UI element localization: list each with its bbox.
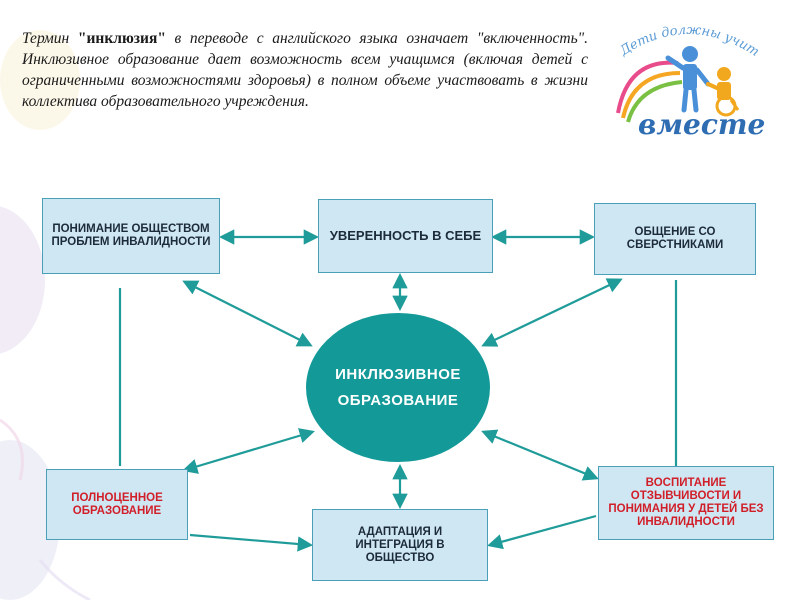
logo-arc-text: Дети должны учиться <box>594 7 762 60</box>
svg-text:Дети должны учиться: Дети должны учиться <box>598 18 762 60</box>
child-wheelchair-icon <box>706 67 740 117</box>
box-peer-communication: ОБЩЕНИЕ СО СВЕРСТНИКАМИ <box>594 203 756 275</box>
logo-word: вместе <box>638 108 765 141</box>
box-self-confidence: УВЕРЕННОСТЬ В СЕБЕ <box>318 199 493 273</box>
box-responsiveness-upbringing: ВОСПИТАНИЕ ОТЗЫВЧИВОСТИ И ПОНИМАНИЯ У ДЕ… <box>598 466 774 540</box>
intro-term-word: "инклюзия" <box>77 30 166 47</box>
arrow-center-topright <box>481 278 623 347</box>
box-full-education: ПОЛНОЦЕННОЕ ОБРАЗОВАНИЕ <box>46 469 188 540</box>
arrow-bottomleft-bottomcenter <box>189 533 314 552</box>
center-label: ИНКЛЮЗИВНОЕ ОБРАЗОВАНИЕ <box>335 365 461 409</box>
box-adaptation-integration: АДАПТАЦИЯ И ИНТЕГРАЦИЯ В ОБЩЕСТВО <box>312 509 488 581</box>
intro-paragraph: Термин "инклюзия" в переводе с английско… <box>22 28 588 112</box>
arrow-center-bottomright <box>481 429 599 481</box>
adult-figure-icon <box>665 46 711 113</box>
intro-body: в переводе с английского языка означает … <box>22 30 589 110</box>
intro-term-prefix: Термин <box>22 30 78 47</box>
arrow-center-bottomleft <box>182 428 315 474</box>
center-inclusive-education: ИНКЛЮЗИВНОЕ ОБРАЗОВАНИЕ <box>306 313 490 462</box>
logo: Дети должны учиться вместе <box>594 7 778 143</box>
arrow-bottomcenter-bottomright <box>487 514 597 550</box>
box-society-understanding: ПОНИМАНИЕ ОБЩЕСТВОМ ПРОБЛЕМ ИНВАЛИДНОСТИ <box>42 198 220 274</box>
arrow-center-topleft <box>182 280 313 347</box>
